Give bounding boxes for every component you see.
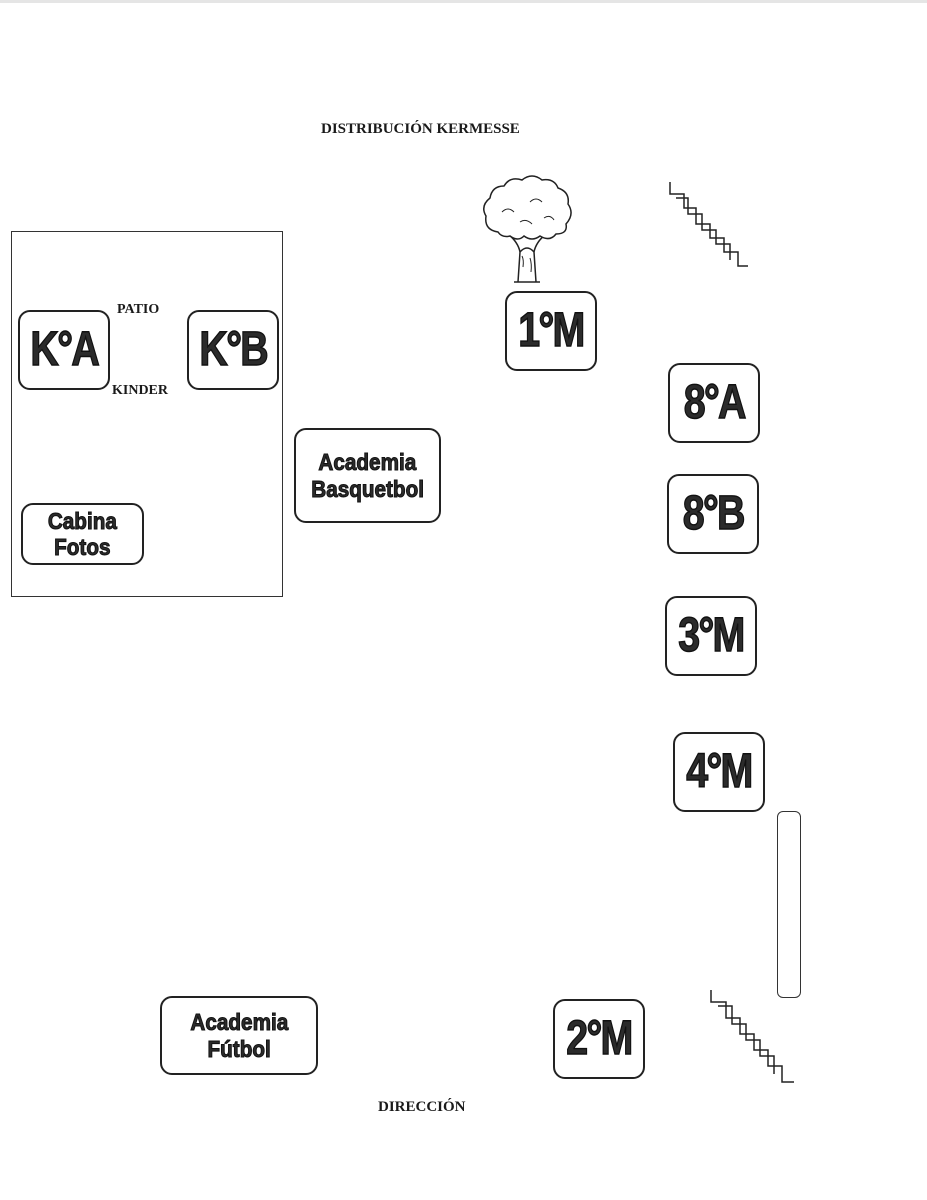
- hallway-bar: [777, 811, 801, 998]
- cabina-line2: Fotos: [54, 533, 111, 560]
- stairs-icon: [669, 182, 748, 267]
- station-cabina-fotos: Cabina Fotos: [21, 503, 144, 565]
- station-8b: 8°B: [667, 474, 759, 554]
- station-1m: 1°M: [505, 291, 597, 371]
- stairs-icon-bottom: [710, 990, 794, 1083]
- kinder-label: KINDER: [112, 383, 169, 398]
- station-8a-label: 8°A: [683, 376, 747, 429]
- station-2m: 2°M: [553, 999, 645, 1079]
- station-ka: K°A: [18, 310, 110, 390]
- patio-kinder-area: [11, 231, 283, 597]
- station-3m: 3°M: [665, 596, 757, 676]
- station-2m-label: 2°M: [566, 1012, 634, 1065]
- futbol-line1: Academia: [190, 1009, 289, 1036]
- station-4m-label: 4°M: [686, 745, 754, 798]
- station-8a: 8°A: [668, 363, 760, 443]
- basquet-line2: Basquetbol: [311, 475, 425, 502]
- tree-icon: [483, 175, 572, 283]
- station-8b-label: 8°B: [682, 487, 746, 540]
- station-academia-futbol: Academia Fútbol: [160, 996, 318, 1075]
- station-1m-label: 1°M: [518, 304, 586, 357]
- station-academia-basquetbol: Academia Basquetbol: [294, 428, 441, 523]
- station-kb-label: K°B: [199, 323, 269, 376]
- station-ka-label: K°A: [30, 323, 100, 376]
- basquet-line1: Academia: [318, 449, 417, 476]
- station-kb: K°B: [187, 310, 279, 390]
- patio-label: PATIO: [117, 302, 160, 317]
- station-4m: 4°M: [673, 732, 765, 812]
- cabina-line1: Cabina: [47, 507, 118, 534]
- direccion-label: DIRECCIÓN: [378, 1099, 466, 1115]
- scan-edge: [0, 0, 927, 3]
- futbol-line2: Fútbol: [207, 1035, 271, 1062]
- page-title: DISTRIBUCIÓN KERMESSE: [321, 121, 520, 137]
- station-3m-label: 3°M: [678, 609, 746, 662]
